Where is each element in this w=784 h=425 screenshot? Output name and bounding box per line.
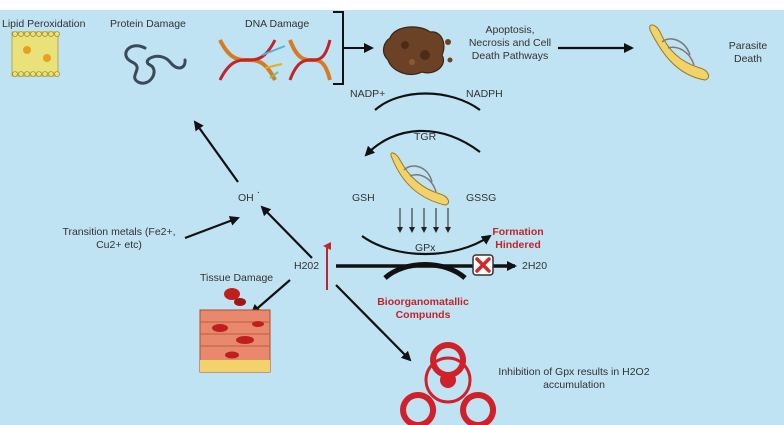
oh-radical-dot: · bbox=[256, 186, 261, 198]
parasite-line2: Death bbox=[733, 53, 763, 65]
biohazard-icon bbox=[400, 342, 496, 425]
inhibition-line1: Inhibition of Gpx results in H2O2 bbox=[498, 366, 650, 378]
inhibition-label: Inhibition of Gpx results in H2O2 accumu… bbox=[482, 366, 666, 392]
small-down-arrows bbox=[397, 208, 451, 233]
bracket bbox=[333, 11, 352, 85]
apoptosis-line3: Death Pathways bbox=[471, 50, 549, 62]
oh-text: OH bbox=[238, 192, 254, 204]
nadph-label: NADPH bbox=[466, 88, 503, 100]
protein-icon bbox=[124, 44, 187, 85]
necrotic-cell-icon bbox=[382, 26, 453, 75]
gpx-label: GPx bbox=[415, 242, 436, 254]
apoptosis-line1: Apoptosis, bbox=[485, 24, 535, 36]
gsh-label: GSH bbox=[352, 192, 375, 204]
formation-hindered-label: Formation Hindered bbox=[488, 226, 548, 252]
parasite-death-label: Parasite Death bbox=[720, 40, 776, 66]
bio-line2: Compunds bbox=[395, 309, 451, 321]
parasite-line1: Parasite bbox=[728, 40, 768, 52]
apoptosis-label: Apoptosis, Necrosis and Cell Death Pathw… bbox=[455, 24, 565, 63]
protein-damage-label: Protein Damage bbox=[110, 18, 186, 30]
nadp-plus-label: NADP+ bbox=[350, 88, 386, 100]
tissue-damage-icon bbox=[199, 288, 271, 373]
blocked-x-icon bbox=[472, 254, 494, 276]
formation-line1: Formation bbox=[492, 226, 544, 238]
bioorganometallic-label: Bioorganomatallic Compunds bbox=[365, 296, 481, 322]
h2o2-label: H202 bbox=[294, 260, 320, 272]
lipid-peroxidation-label: Lipid Peroxidation bbox=[2, 18, 86, 30]
transition-line1: Transition metals (Fe2+, bbox=[62, 226, 176, 238]
apoptosis-line2: Necrosis and Cell bbox=[468, 37, 552, 49]
dna-helix-icon bbox=[218, 39, 332, 81]
transition-metals-label: Transition metals (Fe2+, Cu2+ etc) bbox=[52, 226, 186, 252]
inhibition-line2: accumulation bbox=[543, 379, 605, 391]
gssg-label: GSSG bbox=[466, 192, 497, 204]
h2o-label: 2H20 bbox=[522, 260, 548, 272]
tgr-label: TGR bbox=[414, 131, 437, 143]
parasite-center-icon bbox=[390, 152, 450, 206]
diagram-artwork bbox=[11, 11, 710, 425]
tissue-damage-label: Tissue Damage bbox=[200, 272, 274, 284]
diagram-canvas: Lipid Peroxidation Protein Damage DNA Da… bbox=[0, 10, 784, 425]
lipid-membrane-icon bbox=[11, 31, 60, 77]
parasite-icon bbox=[649, 24, 710, 81]
oh-label: OH · bbox=[238, 186, 260, 205]
formation-line2: Hindered bbox=[495, 239, 541, 251]
transition-line2: Cu2+ etc) bbox=[96, 239, 142, 251]
bio-line1: Bioorganomatallic bbox=[377, 296, 469, 308]
dna-damage-label: DNA Damage bbox=[245, 18, 310, 30]
